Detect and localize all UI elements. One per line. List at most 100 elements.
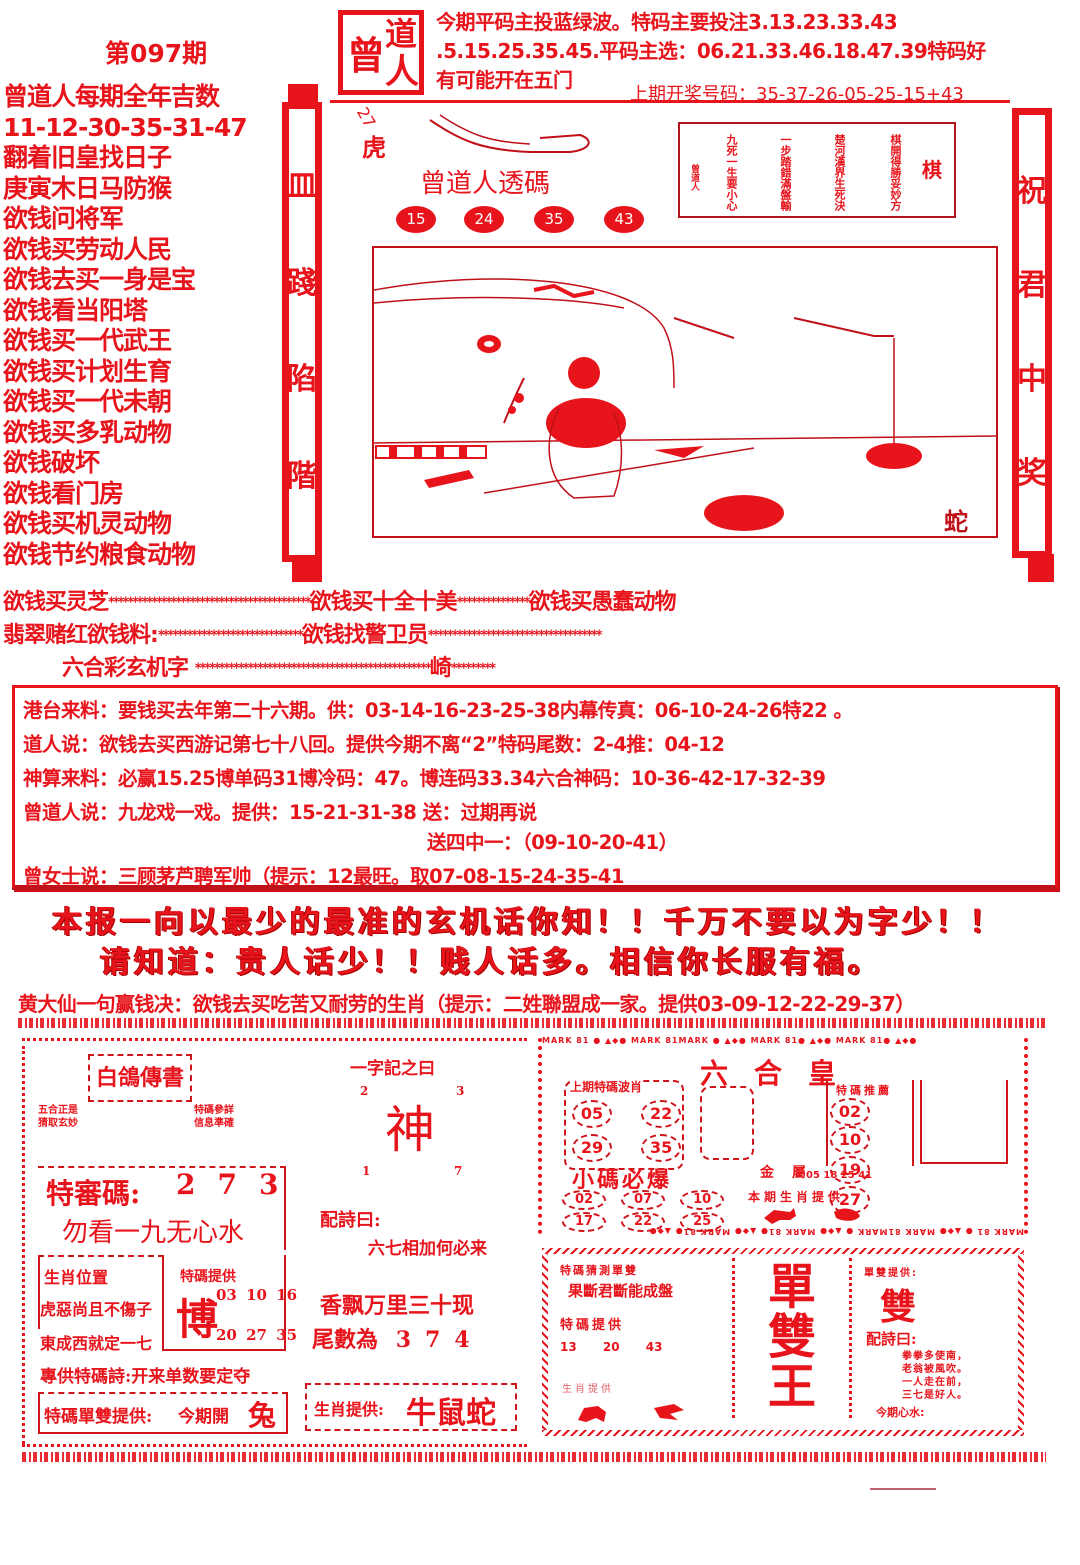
heart-label: 今期心水: <box>876 1406 925 1419</box>
corner-number: 1 <box>362 1164 371 1178</box>
riddle-item: 欲钱买劳动人民 <box>3 234 172 264</box>
small-note-right: 特碼參詳 信息準確 <box>194 1104 234 1130</box>
special-provide-title: 特碼提供 <box>180 1269 236 1285</box>
number-circle: 22 <box>621 1212 666 1232</box>
position-line: 東成西就定一七 <box>40 1334 153 1353</box>
zodiac-provide-label: 生肖提供: <box>314 1400 384 1419</box>
riddle-item: 欲钱买计划生育 <box>3 356 172 386</box>
stars-decoration: ****************************** <box>157 628 304 644</box>
stars-decoration: ********* <box>450 661 496 677</box>
number-ball: 43 <box>604 206 644 233</box>
small-note-line: 信息準確 <box>194 1118 234 1129</box>
digit: 7 <box>425 1327 455 1353</box>
poem-line: 一人走在前， <box>902 1377 968 1388</box>
number-circle: 25 <box>680 1212 725 1232</box>
poem-line: 三七是好人。 <box>902 1390 968 1401</box>
banner-char: 中 <box>1017 362 1047 397</box>
special-provide-numbers: 13 20 43 <box>560 1340 662 1354</box>
number-circle: 35 <box>641 1134 682 1162</box>
banner-char: 階 <box>287 458 317 494</box>
issue-number: 第097期 <box>105 39 208 68</box>
riddle-item: 翻着旧皇找日子 <box>3 143 172 172</box>
poem-lines: 拳拳多使南， 老翁被風吹。 一人走在前， 三七是好人。 <box>902 1350 968 1402</box>
special-numbers-row: 03 10 16 <box>216 1286 297 1304</box>
big-char: 雙 <box>767 1309 816 1365</box>
number-circle: 02 <box>562 1190 606 1210</box>
stars-decoration: ************************************ <box>427 628 603 644</box>
tip-line: .5.15.25.35.45.平码主选：06.21.33.46.18.47.39… <box>436 39 986 63</box>
insider-tips-box: 港台来料：要钱买去年第二十六期。供：03-14-16-23-25-38内幕传真：… <box>12 685 1058 890</box>
big-char: 單 <box>767 1259 816 1315</box>
number: 43 <box>645 1340 663 1354</box>
number: 20 <box>216 1326 237 1344</box>
number-circle: 07 <box>621 1190 666 1210</box>
bottom-left-panel <box>22 1046 527 1444</box>
number-circle: 10 <box>680 1190 725 1210</box>
zodiac-provide-title: 本期生肖提供 <box>748 1190 845 1204</box>
number-ball: 24 <box>464 206 504 233</box>
odd-even-king-title: 單 雙 王 <box>752 1262 832 1412</box>
pick-numbers: 02 10 19 27 <box>830 1098 914 1214</box>
star-line-1: 欲钱买灵芝***********************************… <box>3 584 677 616</box>
number-circle: 22 <box>641 1100 682 1128</box>
stars-decoration: ****************************************… <box>194 661 432 677</box>
panel-border-top <box>22 1038 527 1041</box>
tail-number-line: 尾數為 374 <box>312 1322 484 1354</box>
last-draw-numbers: 35-37-26-05-25-15+43 <box>756 84 964 105</box>
tip-line: 今期平码主投蓝绿波。特码主要投注3.13.23.33.43 <box>436 10 898 34</box>
riddle-item: 欲钱看当阳塔 <box>3 295 148 325</box>
code-digit: 2 <box>176 1168 218 1201</box>
number: 16 <box>276 1286 298 1304</box>
number: 20 <box>602 1340 620 1354</box>
code-digit: 3 <box>258 1168 301 1201</box>
poem-column: 九死一生要小心 <box>725 134 738 211</box>
poem-column: 棋開得勝妥妙方 <box>889 134 902 211</box>
small-note-line: 猜取玄妙 <box>38 1118 78 1129</box>
fragrance-line: 香飘万里三十现 <box>320 1294 475 1319</box>
cartoon-scene-icon <box>373 278 997 531</box>
slogan-line-1: 本报一向以最少的最准的玄机话你知！！千万不要以为字少！！ <box>52 905 1004 940</box>
position-line: 虎惡尚且不傷子 <box>40 1300 153 1319</box>
special-provide-title: 特碼提供 <box>560 1318 625 1333</box>
last-draw-label: 上期开奖号码： <box>630 84 756 105</box>
odd-even-box <box>38 1392 288 1434</box>
huang-daxian-tip: 黄大仙一句赢钱决：欲钱去买吃苦又耐劳的生肖（提示：二姓聯盟成一家。提供03-09… <box>18 992 915 1016</box>
picture-frame <box>330 100 1010 580</box>
banner-char: 皿 <box>287 169 317 205</box>
code-digit: 7 <box>217 1168 259 1201</box>
banner-char: 祝 <box>1017 174 1047 209</box>
zodiac-position-box <box>38 1255 164 1329</box>
metal-label: 金屬 <box>760 1165 824 1181</box>
zodiac-provide-title: 生肖提供 <box>562 1384 614 1395</box>
star-line-middle: 崎 <box>429 656 452 681</box>
riddle-item: 欲钱去买一身是宝 <box>3 265 196 294</box>
chess-poem-box: 棋開得勝妥妙方 楚河漢界生死決 一步踏錯滿盤輸 九死一生要小心 曾道人 棋 <box>678 122 956 218</box>
riddle-item: 欲钱问将军 <box>3 204 124 233</box>
number-circle: 19 <box>830 1156 870 1184</box>
digit: 4 <box>454 1327 484 1353</box>
odd-even-king-box <box>732 1258 852 1418</box>
riddle-item: 欲钱买一代未朝 <box>3 387 172 416</box>
small-code-title: 小碼必爆 <box>572 1168 673 1193</box>
riddle-list: 曾道人每期全年吉数 11-12-30-35-31-47 翻着旧皇找日子 庚寅木日… <box>3 82 293 570</box>
special-code-hint: 勿看一九无心水 <box>62 1218 245 1248</box>
bottom-dash <box>870 1488 936 1490</box>
corner-number: 2 <box>360 1084 369 1098</box>
vertical-banner-right: 祝 君 中 奖 <box>1012 108 1052 558</box>
seal-char-bottom-right: 人 <box>385 52 419 92</box>
star-line-2: 翡翠赌红欲钱料:******************************欲钱… <box>3 617 603 649</box>
number-ball: 15 <box>396 206 436 233</box>
odd-even-label: 特碼單雙提供: <box>44 1407 153 1427</box>
corner-number: 7 <box>454 1164 463 1178</box>
star-line-middle: 欲钱找警卫员 <box>301 623 429 648</box>
number-ball: 35 <box>534 206 574 233</box>
special-provide-char: 博 <box>176 1295 219 1344</box>
tail-digits: 374 <box>396 1327 484 1353</box>
one-word-char: 神 <box>385 1101 435 1159</box>
odd-even-provide-char: 雙 <box>880 1286 917 1328</box>
zodiac-provide-box <box>305 1383 517 1431</box>
special-poem: 專供特碼詩:开来单数要定夺 <box>40 1362 250 1387</box>
banner-cap-top-left <box>288 84 318 106</box>
seal-char-top-right: 道 <box>385 15 418 53</box>
number: 10 <box>246 1286 267 1304</box>
